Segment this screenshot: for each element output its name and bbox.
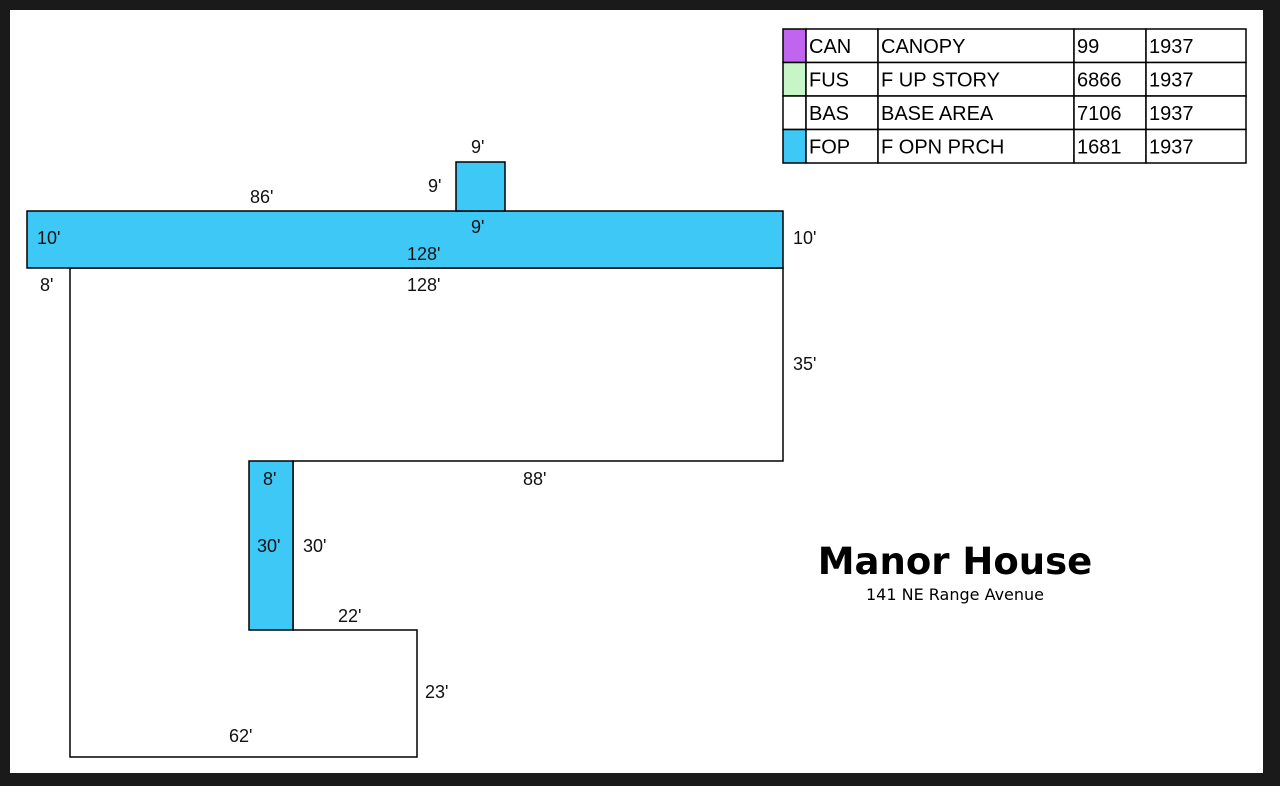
side-porch-shape: [248, 460, 294, 631]
dim-small-box-left: 9': [428, 176, 441, 196]
dim-base-bottom: 62': [229, 726, 252, 746]
legend-cell: [1145, 128, 1247, 164]
legend-swatch-fus: [782, 61, 807, 97]
dim-side-porch-top: 8': [263, 469, 276, 489]
legend-swatch-bas: [782, 95, 807, 131]
legend-year-can: 1937: [1149, 36, 1194, 58]
dim-base-right: 35': [793, 354, 816, 374]
legend-description-fus: F UP STORY: [881, 70, 1000, 92]
owner-name: Manor House: [817, 540, 1093, 583]
sketch-canvas: 9' 9' 9' 86' 10' 10' 128' 128' 8' 35' 88…: [10, 10, 1263, 773]
legend-area-fus: 6866: [1077, 70, 1122, 92]
dim-base-inner-top: 88': [523, 469, 546, 489]
legend-cell: [877, 95, 1075, 131]
legend-code-fop: FOP: [809, 137, 850, 159]
title-block: Manor House 141 NE Range Avenue: [790, 540, 1120, 606]
dim-porch-right: 10': [793, 228, 816, 248]
legend-code-fus: FUS: [809, 70, 849, 92]
legend-description-fop: F OPN PRCH: [881, 137, 1004, 159]
dim-small-box-top: 9': [471, 137, 484, 157]
dim-porch-left: 10': [37, 228, 60, 248]
dim-side-porch-left: 30': [257, 536, 280, 556]
legend-cell: [877, 28, 1075, 64]
dim-base-top: 128': [407, 275, 440, 295]
front-porch-shape: [26, 210, 784, 269]
floor-plan-sketch: 9' 9' 9' 86' 10' 10' 128' 128' 8' 35' 88…: [26, 28, 1247, 758]
legend-code-can: CAN: [809, 36, 851, 58]
legend-cell: [1073, 28, 1147, 64]
dim-porch-bottom: 128': [407, 244, 440, 264]
legend-year-fus: 1937: [1149, 70, 1194, 92]
legend-cell: [877, 61, 1075, 97]
legend-cell: [1073, 128, 1147, 164]
small-porch-shape: [455, 161, 506, 212]
legend-year-bas: 1937: [1149, 103, 1194, 125]
legend-description-bas: BASE AREA: [881, 103, 994, 125]
legend-code-bas: BAS: [809, 103, 849, 125]
dim-base-left-top: 8': [40, 275, 53, 295]
dim-porch-top-left: 86': [250, 187, 273, 207]
legend-year-fop: 1937: [1149, 137, 1194, 159]
legend-cell: [1073, 95, 1147, 131]
dim-side-porch-right: 30': [303, 536, 326, 556]
legend-area-fop: 1681: [1077, 137, 1122, 159]
legend-cell: [1145, 28, 1247, 64]
dim-notch-right: 23': [425, 682, 448, 702]
dim-small-box-bottom: 9': [471, 217, 484, 237]
legend-swatch-fop: [782, 128, 807, 164]
legend-description-can: CANOPY: [881, 36, 965, 58]
legend-swatch-can: [782, 28, 807, 64]
legend-cell: [805, 128, 879, 164]
legend-area-can: 99: [1077, 36, 1099, 58]
dim-notch-top: 22': [338, 606, 361, 626]
legend-cell: [877, 128, 1075, 164]
legend-cell: [805, 61, 879, 97]
legend-cell: [1145, 95, 1247, 131]
legend-area-bas: 7106: [1077, 103, 1122, 125]
property-address: 141 NE Range Avenue: [865, 585, 1045, 604]
